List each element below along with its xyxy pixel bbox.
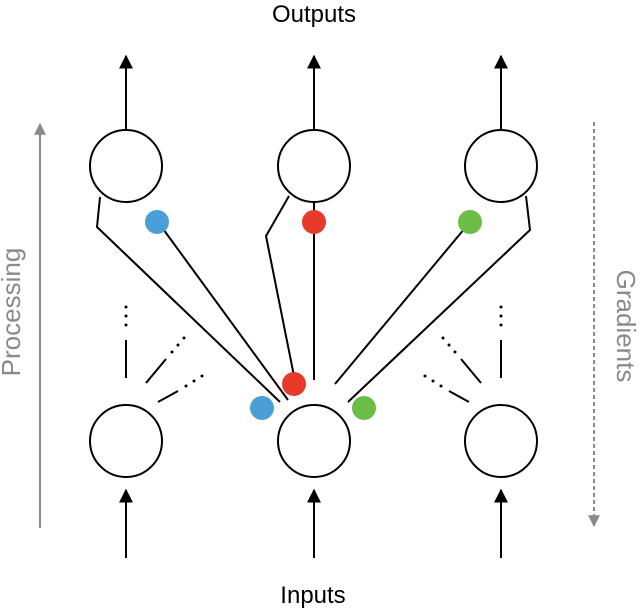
ellipsis-left-diag xyxy=(170,336,186,354)
input-node-right xyxy=(464,404,538,478)
green-dot-top xyxy=(458,210,482,234)
ellipsis-right-diag xyxy=(441,336,457,354)
edge-left-horiz xyxy=(157,390,179,403)
blue-dot-top xyxy=(145,210,169,234)
output-node-center xyxy=(277,129,351,203)
ellipsis-right-horiz xyxy=(423,374,443,388)
edge-left-diag xyxy=(145,358,167,384)
output-node-right xyxy=(464,129,538,203)
blue-dot-bottom xyxy=(250,396,274,420)
edge-blue-to-center xyxy=(157,221,289,401)
output-node-left xyxy=(89,129,163,203)
red-dot-top xyxy=(302,210,326,234)
ellipsis-right-vertical xyxy=(499,305,503,327)
edge-right-diag xyxy=(460,358,482,384)
inputs-label: Inputs xyxy=(280,582,345,609)
red-dot-bottom xyxy=(282,372,306,396)
ellipsis-left-horiz xyxy=(184,374,204,388)
outputs-label: Outputs xyxy=(272,1,356,28)
green-dot-bottom xyxy=(352,396,376,420)
edge-top-right-to-center xyxy=(347,195,532,403)
edge-top-left-to-center xyxy=(95,196,281,403)
edge-green-to-center xyxy=(334,221,471,385)
edge-right-horiz xyxy=(448,390,470,403)
input-node-center xyxy=(277,404,351,478)
gradients-label: Gradients xyxy=(611,270,640,383)
ellipsis-left-vertical xyxy=(124,305,128,327)
edge-top-center-to-center-bent xyxy=(264,195,297,387)
processing-label: Processing xyxy=(0,248,26,377)
input-node-left xyxy=(89,404,163,478)
